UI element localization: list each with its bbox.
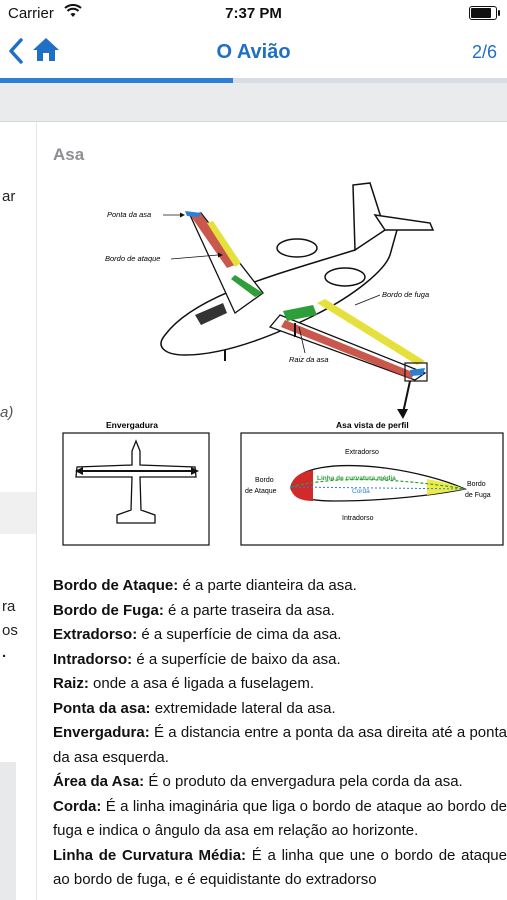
progress-bar	[0, 78, 507, 83]
profile-linha-curvatura: Linha de curvatura média	[317, 475, 396, 482]
definition-term: Envergadura:	[53, 724, 150, 741]
chord-line	[290, 486, 466, 490]
label-bordo-de-fuga: Bordo de fuga	[382, 290, 429, 299]
page-counter: 2/6	[471, 42, 497, 62]
definitions-list: Bordo de Ataque: é a parte dianteira da …	[53, 574, 507, 893]
definition-item: Envergadura: É a distancia entre a ponta…	[53, 721, 507, 770]
mean-camber-line	[290, 479, 466, 490]
cockpit-window	[195, 303, 227, 325]
left-gray-box	[0, 492, 36, 534]
top-view-airplane	[75, 439, 197, 524]
navigation-bar: O Avião 2/6	[0, 28, 507, 78]
profile-corda: Corda	[352, 488, 370, 495]
profile-arrow-head	[397, 409, 408, 419]
profile-bordo-ataque-2: de Ataque	[245, 488, 277, 495]
landing-gear	[224, 323, 296, 361]
definition-item: Bordo de Ataque: é a parte dianteira da …	[53, 574, 507, 599]
profile-bordo-fuga-2: de Fuga	[465, 492, 491, 499]
upper-wing-trailing-edge	[207, 221, 241, 267]
upper-wing-tip	[185, 211, 201, 217]
left-text-fragment: .	[2, 644, 7, 661]
definition-text: onde a asa é ligada a fuselagem.	[88, 675, 315, 692]
definition-item: Intradorso: é a superfície de baixo da a…	[53, 648, 507, 673]
left-text-fragment: ar	[2, 188, 16, 205]
upper-wing-leading-edge	[190, 213, 235, 268]
definition-term: Linha de Curvatura Média:	[53, 846, 247, 864]
definition-text: É a distancia entre a ponta da asa direi…	[53, 724, 507, 766]
engine-upper	[276, 238, 318, 258]
airfoil-leading-edge	[291, 470, 313, 501]
definition-term: Área da Asa:	[53, 773, 145, 790]
label-arrowhead	[180, 212, 185, 218]
airfoil-trailing-edge	[427, 479, 465, 495]
definition-item: Corda: É a linha imaginária que liga o b…	[53, 795, 507, 844]
horizontal-tail	[373, 214, 435, 231]
back-chevron-icon[interactable]	[8, 38, 24, 69]
profile-bordo-fuga-1: Bordo	[467, 481, 486, 488]
wing-diagram: Ponta da asa Bordo de ataque Bordo de fu…	[55, 175, 507, 555]
label-raiz-da-asa: Raiz da asa	[289, 355, 329, 364]
label-arrowhead	[218, 252, 223, 258]
definition-text: É a linha imaginária que liga o bordo de…	[53, 797, 507, 840]
clock: 7:37 PM	[225, 5, 282, 22]
definition-term: Intradorso:	[53, 650, 133, 668]
previous-page-panel[interactable]: ar a) ra os .	[0, 122, 37, 900]
vertical-tail	[352, 182, 386, 252]
definition-term: Extradorso:	[53, 626, 138, 643]
definition-item: Extradorso: é a superfície de cima da as…	[53, 623, 507, 648]
definition-item: Raiz: onde a asa é ligada a fuselagem.	[53, 672, 507, 697]
label-arrow	[170, 254, 219, 260]
definition-term: Ponta da asa:	[53, 699, 151, 717]
engine-lower	[324, 267, 366, 287]
section-heading: Asa	[53, 145, 85, 164]
definition-text: é a parte traseira da asa.	[163, 601, 335, 619]
definition-text: é a superfície de cima da asa.	[137, 626, 342, 643]
definition-text: é a superfície de baixo da asa.	[132, 650, 341, 668]
wifi-icon	[64, 4, 82, 22]
lower-wing-trailing-edge	[317, 299, 425, 365]
profile-title: Asa vista de perfil	[336, 420, 409, 430]
label-arrow	[354, 294, 381, 306]
status-bar: Carrier 7:37 PM	[0, 0, 507, 28]
definition-term: Bordo de Ataque:	[53, 577, 179, 594]
definition-item: Bordo de Fuga: é a parte traseira da asa…	[53, 599, 507, 624]
profile-intradorso: Intradorso	[342, 515, 374, 522]
label-ponta-da-asa: Ponta da asa	[107, 210, 151, 219]
left-text-fragment: os	[2, 622, 18, 639]
label-bordo-de-ataque: Bordo de ataque	[105, 254, 160, 263]
definition-item: Linha de Curvatura Média: É a linha que …	[53, 844, 507, 893]
definition-text: é a parte dianteira da asa.	[178, 577, 357, 594]
definition-item: Área da Asa: É o produto da envergadura …	[53, 770, 507, 795]
progress-fill	[0, 78, 234, 83]
wing-diagram-svg: Ponta da asa Bordo de ataque Bordo de fu…	[62, 182, 504, 546]
upper-wing-root	[231, 275, 263, 297]
definition-term: Raiz:	[53, 675, 89, 692]
definition-text: É a linha que une o bordo de ataque ao b…	[53, 846, 507, 889]
profile-bordo-ataque-1: Bordo	[255, 477, 274, 484]
definition-term: Corda:	[53, 797, 102, 815]
envergadura-title: Envergadura	[106, 420, 158, 430]
carrier-label: Carrier	[8, 5, 54, 22]
home-icon[interactable]	[32, 36, 60, 67]
definition-text: extremidade lateral da asa.	[150, 699, 336, 717]
left-image-fragment	[0, 762, 16, 900]
lower-wing-leading-edge	[281, 320, 415, 379]
left-text-fragment: ra	[2, 598, 16, 615]
battery-icon	[469, 6, 500, 20]
definition-term: Bordo de Fuga:	[53, 601, 164, 619]
definition-text: É o produto da envergadura pela corda da…	[144, 773, 463, 790]
label-arrow	[298, 326, 306, 354]
wing-tip-box	[404, 362, 428, 382]
left-text-fragment: a)	[0, 404, 14, 421]
section-header-bar	[0, 83, 507, 122]
lower-wing-tip	[410, 368, 425, 376]
profile-arrow-line	[402, 380, 411, 414]
lower-wing-root	[283, 305, 317, 321]
definition-item: Ponta da asa: extremidade lateral da asa…	[53, 697, 507, 722]
profile-extradorso: Extradorso	[345, 449, 379, 456]
page-title: O Avião	[216, 41, 291, 63]
